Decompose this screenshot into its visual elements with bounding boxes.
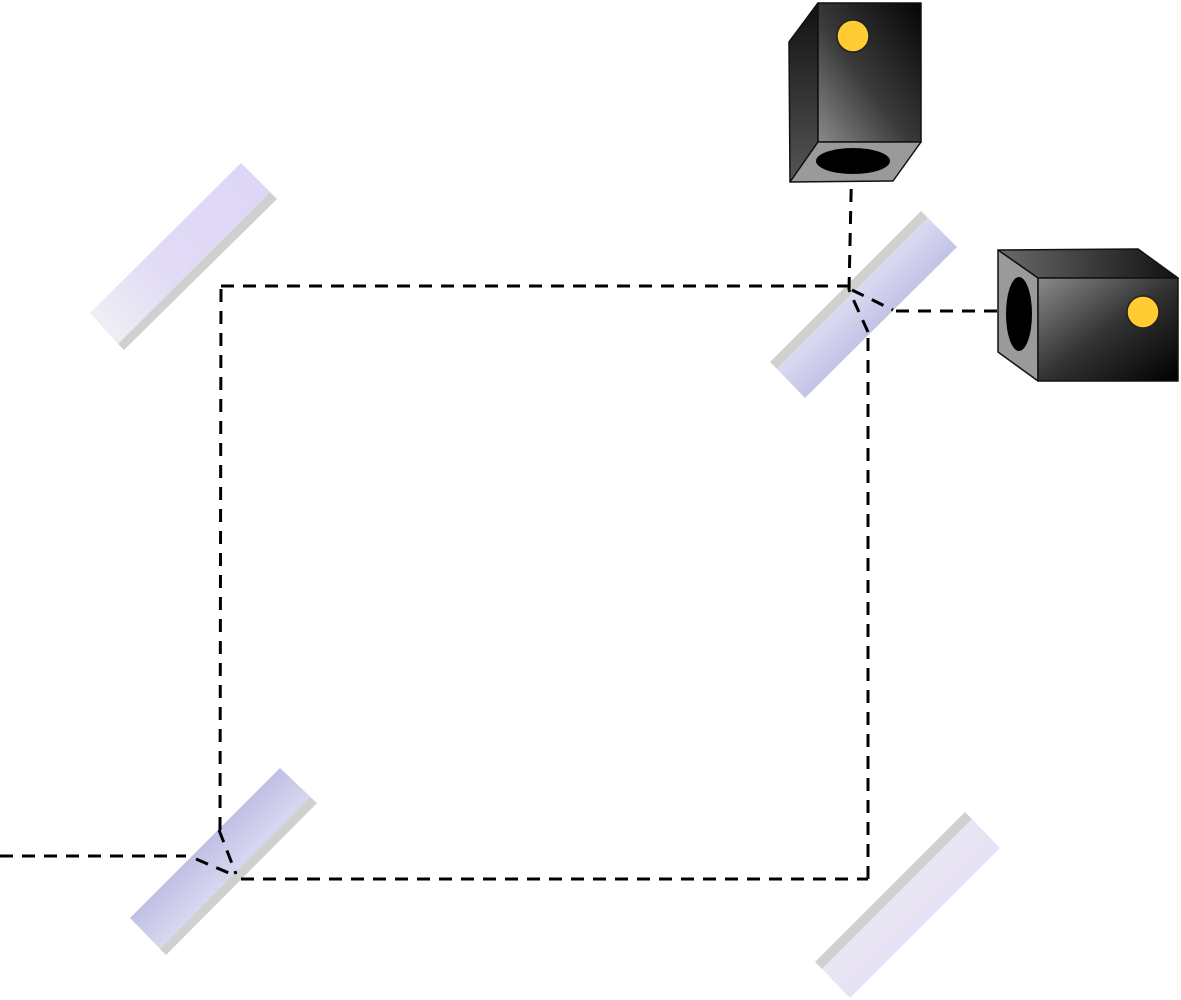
mirror-top-left (90, 163, 277, 350)
indicator-led-icon (1126, 295, 1160, 329)
refracted-beam-segment (217, 829, 238, 875)
detector-aperture (1006, 277, 1032, 351)
refracted-beam-segment (847, 289, 870, 333)
detector-aperture (816, 148, 890, 174)
beam-splitter-input (130, 768, 317, 955)
refracted-beam-segment (851, 288, 894, 312)
mirror-bottom-right (815, 812, 1000, 998)
indicator-led-icon (836, 19, 870, 53)
detector-top (788, 2, 922, 183)
upper-arm-vertical (218, 285, 223, 831)
beam-splitter-output (770, 211, 957, 398)
refracted-beam-segment (195, 857, 237, 878)
detector-right (997, 248, 1179, 382)
